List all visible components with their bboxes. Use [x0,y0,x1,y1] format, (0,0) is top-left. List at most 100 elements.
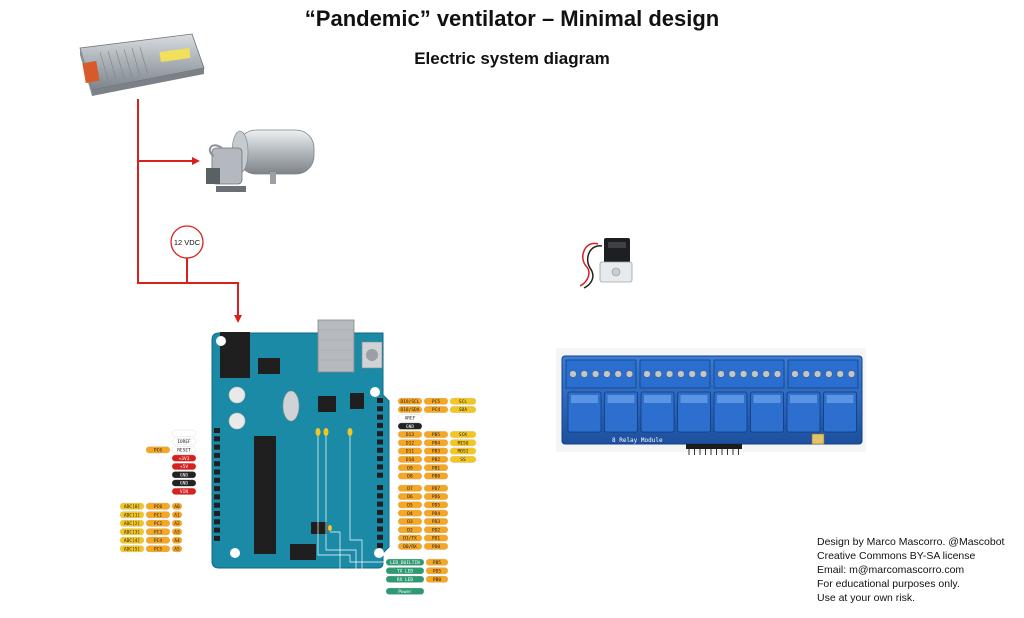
header-pin [214,478,220,483]
digital-port-label-text: PD4 [432,511,440,517]
digital-pin-label-text: D12 [406,440,414,446]
digital-pin-label: D4 [398,510,422,517]
digital-pin-label: D13 [398,431,422,438]
solenoid-valve-image [580,238,632,288]
header-pin [377,510,383,515]
analog-port-label-text: PC2 [154,521,162,527]
terminal-screw [826,371,833,378]
digital-port-label: PB5 [424,431,448,438]
analog-adc-label-text: ADC[5] [124,546,140,552]
digital-pin-label-text: D19/SCL [401,399,420,405]
digital-pin-label: D11 [398,448,422,455]
power-pin-label-text: VIN [180,489,188,495]
terminal-screw [814,371,821,378]
credit-line: Use at your own risk. [817,591,1004,605]
analog-adc-label-text: ADC[0] [124,504,140,510]
power-pin-label: VIN [172,488,196,495]
digital-func-label-text: SCK [459,432,467,438]
digital-pin-label-text: D11 [406,449,414,455]
digital-pin-label-text: D1/TX [403,536,417,542]
digital-port-label: PD6 [424,493,448,500]
voltage-label: 12 VDC [174,238,201,247]
arduino-board [212,320,389,591]
header-pin [214,486,220,491]
digital-pin-label-text: D3 [407,519,413,525]
digital-port-label-text: PB3 [432,449,440,455]
digital-pin-label-text: D13 [406,432,414,438]
power-pin-label [172,430,196,437]
digital-pin-label-text: D10 [406,457,414,463]
led-port-label-text: PD5 [433,568,441,574]
relay-label-strip [790,395,817,403]
microcontroller-chip [254,436,276,554]
digital-func-label-text: SCL [459,399,467,405]
digital-func-label-text: SS [460,457,466,463]
analog-port-label: PC3 [146,529,170,536]
analog-pin-label-text: A2 [174,521,180,527]
power-pin-label: +3V3 [172,455,196,462]
analog-pin-label-text: A4 [174,538,180,544]
led-port-label-text: PB0 [433,577,441,583]
analog-pin-label: A2 [172,520,182,527]
analog-pin-label-text: A5 [174,546,180,552]
digital-pin-label: D19/SCL [398,398,422,405]
relay-label-strip [608,395,635,403]
header-pin [377,473,383,478]
power-pin-label-text: GND [180,481,188,487]
digital-pin-label: D18/SDA [398,406,422,413]
terminal-screw [774,371,781,378]
terminal-screw [763,371,770,378]
digital-pin-label: D7 [398,485,422,492]
relay-label-strip [754,395,781,403]
power-pin-label: GND [172,472,196,479]
led-label-text: TX LED [397,568,414,574]
digital-port-label: PD3 [424,518,448,525]
terminal-screw [718,371,725,378]
header-pin [214,453,220,458]
terminal-screw [837,371,844,378]
digital-port-label: PD4 [424,510,448,517]
digital-port-label: PC4 [424,406,448,413]
credit-line: Creative Commons BY-SA license [817,549,1004,563]
power-pin-label: IOREF [172,438,196,445]
terminal-screw [655,371,662,378]
reset-button [366,349,378,361]
digital-pin-label-text: D0/RX [403,544,417,550]
analog-pin-label: A1 [172,512,182,519]
digital-port-label: PD7 [424,485,448,492]
header-pin [377,543,383,548]
header-pin [377,518,383,523]
digital-port-label: PD5 [424,502,448,509]
digital-pin-label: D3 [398,518,422,525]
terminal-screw [581,371,588,378]
header-pin [377,423,383,428]
credit-line: Design by Marco Mascorro. @Mascobot [817,535,1004,549]
relay-module-image: 8 Relay Module [556,348,866,455]
analog-adc-label-text: ADC[4] [124,538,140,544]
digital-port-label: PB1 [424,464,448,471]
terminal-screw [592,371,599,378]
analog-port-label: PC1 [146,512,170,519]
digital-pin-label: D6 [398,493,422,500]
terminal-screw [689,371,696,378]
relay-board-label: 8 Relay Module [612,437,663,444]
led-port-label: PD5 [426,568,448,575]
header-pin [377,440,383,445]
header-pin [377,535,383,540]
digital-func-label: MISO [450,440,476,447]
analog-port-label: PC2 [146,520,170,527]
credit-line: Email: m@marcomascorro.com [817,563,1004,577]
header-pin [214,511,220,516]
digital-port-label: PC5 [424,398,448,405]
terminal-screw [604,371,611,378]
analog-adc-label-text: ADC[3] [124,529,140,535]
digital-port-label-text: PD2 [432,527,440,533]
header-pin [377,485,383,490]
power-pin-label-text: GND [180,472,188,478]
analog-pin-label-text: A1 [174,512,180,518]
digital-port-label-text: PD5 [432,503,440,509]
terminal-screw [626,371,633,378]
credits-block: Design by Marco Mascorro. @Mascobot Crea… [817,535,1004,605]
terminal-screw [729,371,736,378]
analog-pin-label-text: A3 [174,529,180,535]
